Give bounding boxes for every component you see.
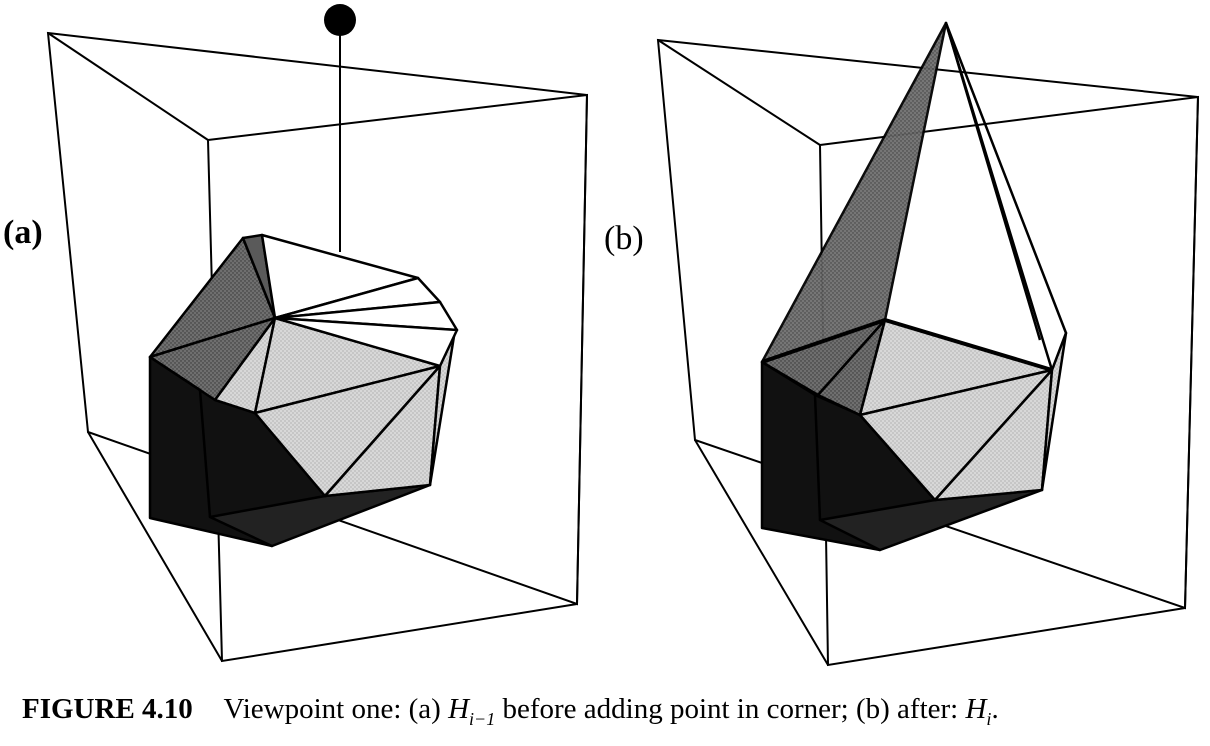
caption-text-2: before adding point in corner; (b) after… [502, 693, 959, 725]
caption-period: . [991, 693, 999, 725]
math-sub: i−1 [469, 708, 496, 729]
caption-math-h-prev: Hi−1 [448, 693, 495, 728]
panel-a [46, 4, 589, 663]
caption-math-h-current: Hi [965, 693, 991, 728]
panel-b-hull [760, 21, 1068, 552]
math-sub: i [986, 708, 992, 729]
figure-illustration [46, 4, 1200, 667]
figure-number: FIGURE 4.10 [22, 693, 193, 725]
figure-caption: FIGURE 4.10 Viewpoint one: (a) Hi−1 befo… [22, 692, 999, 728]
panel-b [656, 21, 1200, 667]
panel-a-new-point [324, 4, 356, 36]
caption-text-1: Viewpoint one: (a) [223, 693, 441, 725]
panel-b-label: (b) [604, 220, 644, 257]
panel-a-label: (a) [3, 214, 43, 251]
math-base: H [965, 693, 987, 725]
math-base: H [448, 693, 470, 725]
panel-a-hull [148, 233, 459, 548]
